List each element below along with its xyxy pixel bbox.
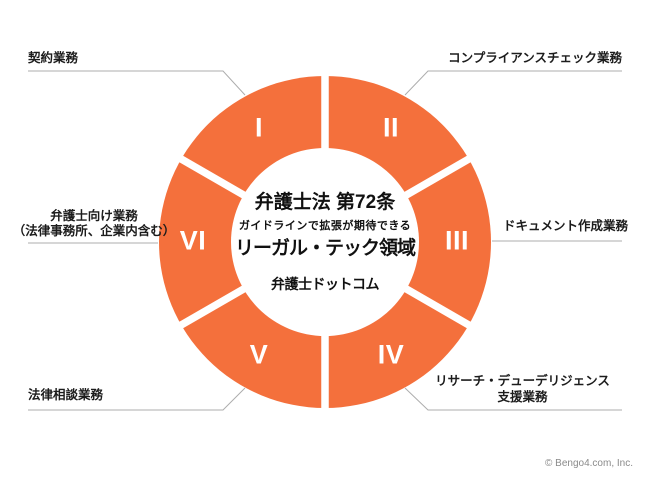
center-text-block: 弁護士法 第72条 ガイドラインで拡張が期待できる リーガル・テック領域 弁護士… [175,191,475,295]
donut-hole [231,148,419,336]
segment-numeral-6: VI [179,225,207,256]
label-lawyer-services: 弁護士向け業務 （法律事務所、企業内含む） [8,209,180,239]
connector-compliance [404,70,622,96]
connector-research [404,387,622,411]
label-research-due-diligence: リサーチ・デューデリジェンス 支援業務 [420,373,625,405]
label-document-creation: ドキュメント作成業務 [503,219,629,233]
label-contract-work: 契約業務 [28,51,79,65]
label-lawyer-line2: （法律事務所、企業内含む） [12,224,176,238]
label-research-line2: 支援業務 [497,390,548,404]
center-subtitle: ガイドラインで拡張が期待できる [238,220,412,232]
connector-contract [28,70,246,96]
copyright-text: © Bengo4.com, Inc. [545,458,633,469]
segment-numeral-3: III [444,225,470,256]
segment-numeral-2: II [382,112,400,143]
center-main-title: リーガル・テック領域 [234,238,416,259]
segment-numeral-5: V [249,339,269,370]
label-legal-consultation: 法律相談業務 [28,388,104,402]
center-company: 弁護士ドットコム [271,276,380,292]
label-compliance-check: コンプライアンスチェック業務 [448,51,622,65]
segment-numeral-4: IV [377,339,405,370]
connector-lines [28,70,622,411]
label-lawyer-line1: 弁護士向け業務 [50,209,138,223]
center-law-title: 弁護士法 第72条 [254,192,396,213]
connector-consult [28,387,246,411]
segment-numeral-1: I [254,112,264,143]
label-research-line1: リサーチ・デューデリジェンス [435,374,610,388]
